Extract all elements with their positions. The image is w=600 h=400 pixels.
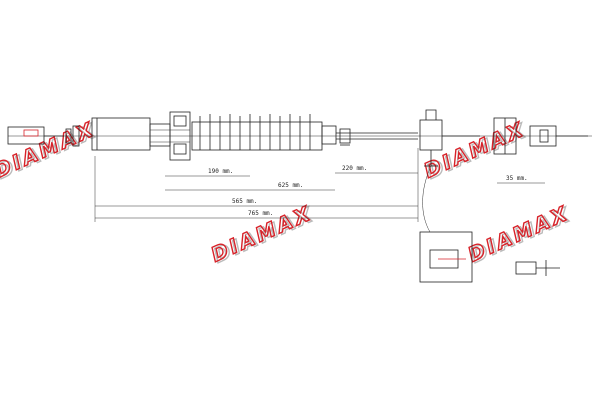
- cable-sheath: [336, 128, 418, 146]
- right-end-fitting: [493, 117, 588, 155]
- left-end-fitting: [7, 125, 80, 147]
- zoom-detail: [419, 165, 473, 283]
- dim-625: 625 mm.: [278, 182, 303, 189]
- dim-220: 220 mm.: [342, 165, 367, 172]
- dim-190: 190 mm.: [208, 168, 233, 175]
- watermark-right-top: DIAMAX: [420, 117, 529, 183]
- dimension-lines: [94, 148, 545, 222]
- small-detail: [515, 260, 560, 276]
- dim-765: 765 mm.: [248, 210, 273, 217]
- main-sleeve: [91, 111, 191, 161]
- watermark-group: DIAMAX DIAMAX DIAMAX DIAMAX DIAMAX DIAMA…: [0, 116, 576, 268]
- bellows: [191, 114, 337, 151]
- dim-35: 35 mm.: [506, 175, 528, 182]
- watermark-right-bottom: DIAMAX: [464, 201, 573, 267]
- dim-565: 565 mm.: [232, 198, 257, 205]
- watermark-left: DIAMAX: [0, 117, 99, 183]
